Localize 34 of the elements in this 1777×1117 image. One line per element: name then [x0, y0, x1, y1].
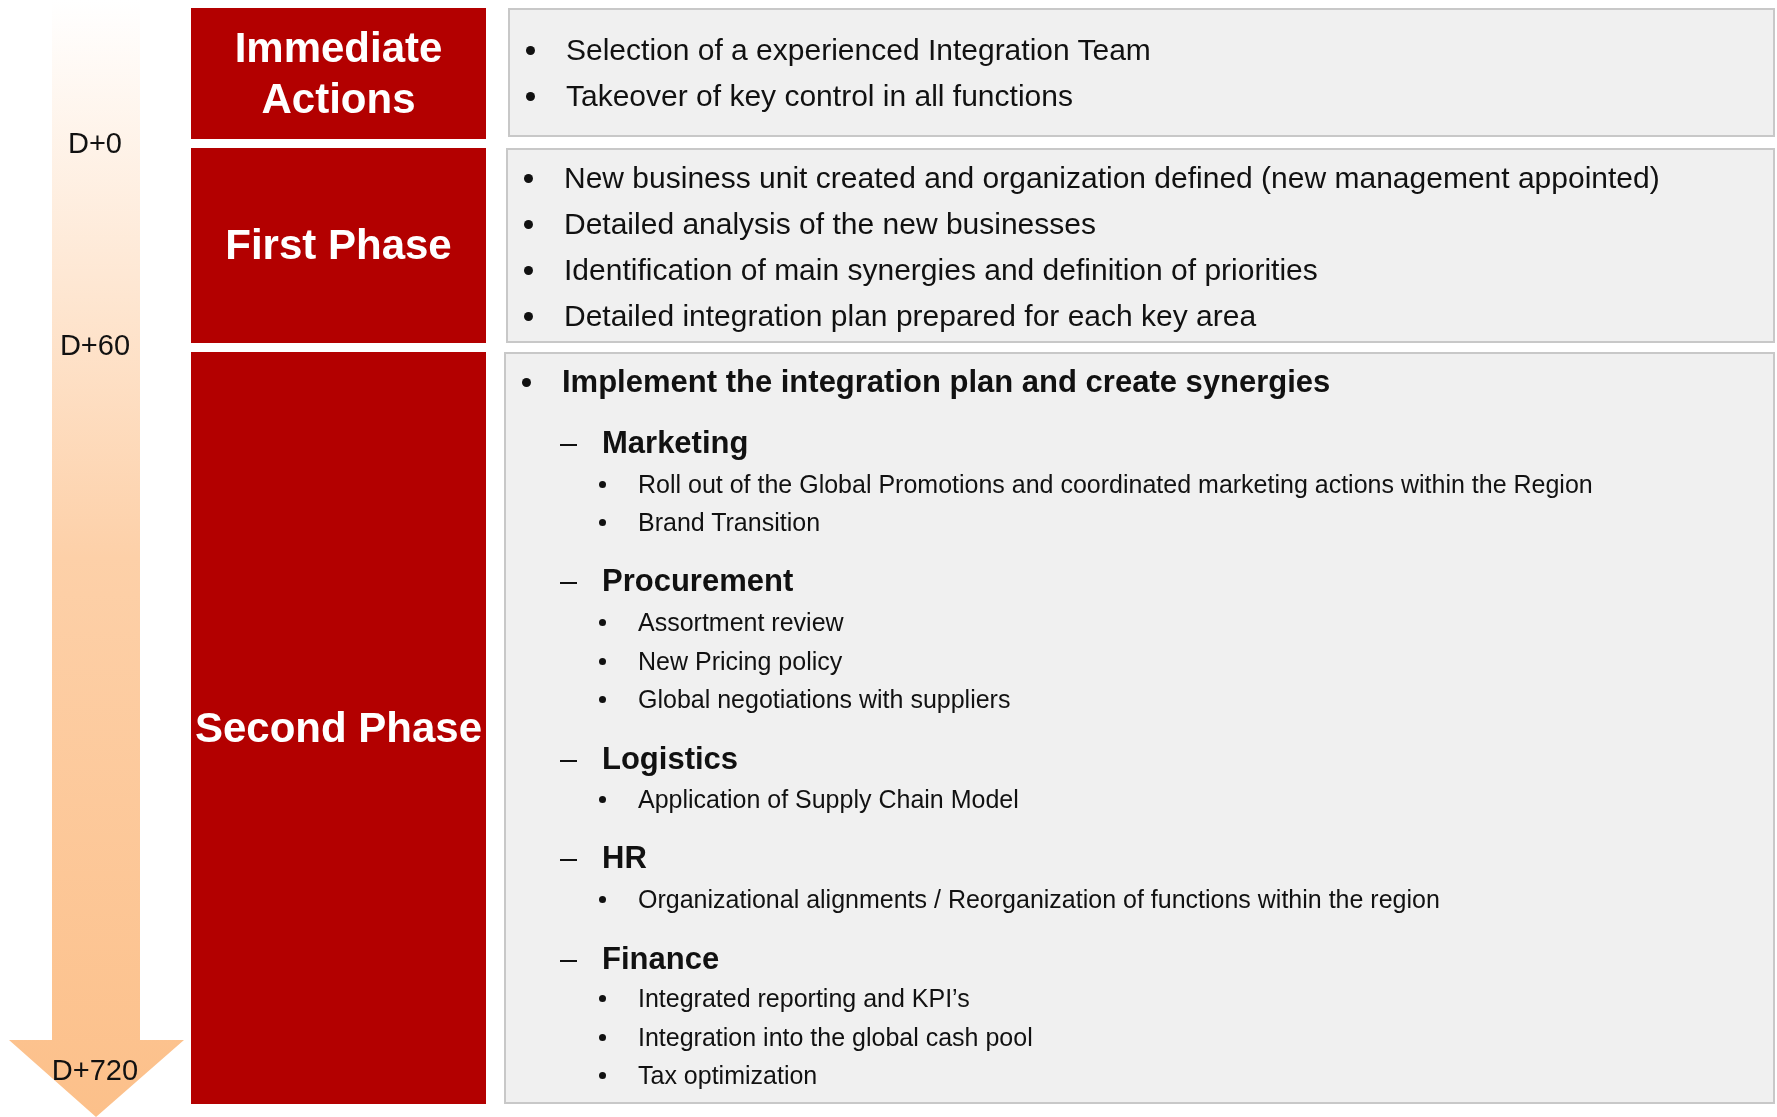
bullet-item: Detailed analysis of the new businesses — [508, 206, 1096, 242]
phase-box — [191, 8, 486, 139]
task-panel — [506, 148, 1775, 343]
bullet-item: Selection of a experienced Integration Team — [510, 32, 1151, 68]
section-heading: Logistics — [506, 739, 739, 777]
bullet-item: Organizational alignments / Reorganization of functions within the region — [506, 884, 1440, 914]
task-panel — [508, 8, 1775, 137]
task-panel — [504, 352, 1775, 1104]
day-marker: D+720 — [51, 1053, 139, 1087]
day-marker: D+0 — [68, 126, 122, 160]
bullet-item: Assortment review — [506, 607, 844, 637]
phase-title: Immediate Actions — [233, 23, 444, 124]
bullet-item: Brand Transition — [506, 507, 821, 537]
bullet-item: New Pricing policy — [506, 646, 843, 676]
bullet-item: Roll out of the Global Promotions and coordinated marketing actions within the Region — [506, 469, 1593, 499]
bullet-item: New business unit created and organization defined (new management appointed) — [508, 160, 1660, 196]
section-heading: HR — [506, 838, 647, 876]
bullet-item: Implement the integration plan and create synergies — [506, 363, 1331, 401]
bullet-item: Integrated reporting and KPI’s — [506, 983, 970, 1013]
bullet-item: Tax optimization — [506, 1060, 818, 1090]
phase-title: Second Phase — [194, 702, 483, 753]
section-heading: Finance — [506, 939, 720, 977]
bullet-item: Detailed integration plan prepared for each key area — [508, 298, 1257, 334]
section-heading: Procurement — [506, 561, 794, 599]
bullet-item: Identification of main synergies and definition of priorities — [508, 252, 1318, 288]
bullet-item: Application of Supply Chain Model — [506, 784, 1019, 814]
bullet-item: Takeover of key control in all functions — [510, 78, 1073, 114]
phase-title: First Phase — [225, 220, 452, 271]
bullet-item: Global negotiations with suppliers — [506, 684, 1011, 714]
bullet-item: Integration into the global cash pool — [506, 1022, 1033, 1052]
phase-box — [191, 148, 486, 343]
phase-box — [191, 352, 486, 1104]
day-marker: D+60 — [59, 328, 131, 362]
section-heading: Marketing — [506, 423, 749, 461]
